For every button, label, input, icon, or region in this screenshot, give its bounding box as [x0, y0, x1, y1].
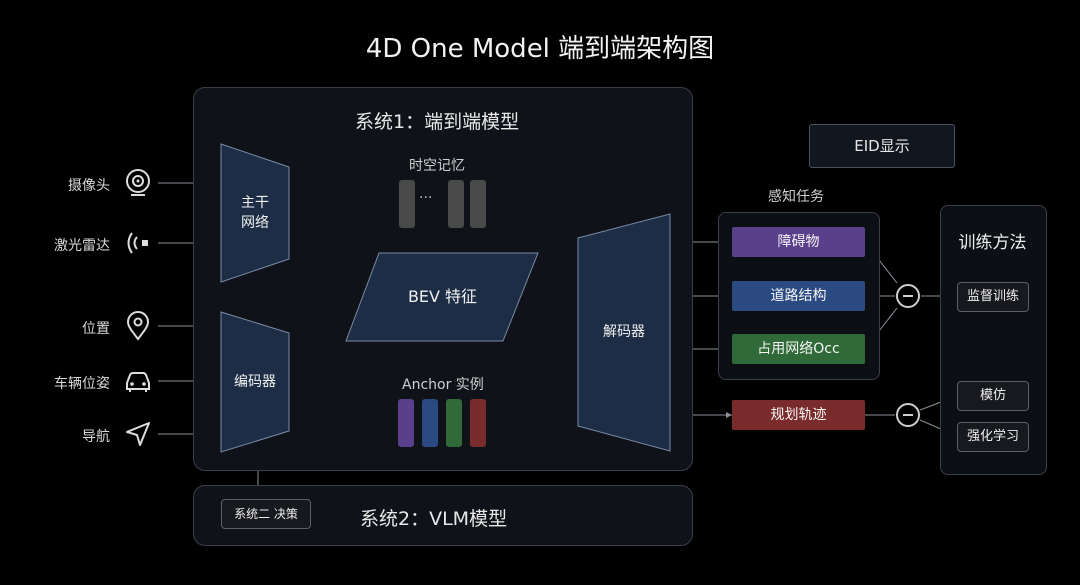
memory-ellipsis: ···: [419, 190, 433, 206]
lidar-icon: [127, 232, 148, 254]
bev-feature-block: [345, 252, 539, 342]
input-label-vehicle-pose: 车辆位姿: [54, 376, 110, 392]
backbone-network-block: [220, 143, 290, 283]
system2-title: 系统2：VLM模型: [360, 508, 508, 530]
diagram-title: 4D One Model 端到端架构图: [365, 34, 715, 64]
memory-bar: [399, 180, 415, 228]
encoder-block: [220, 311, 290, 453]
memory-bar: [470, 180, 486, 228]
system2-decision-box: 系统二 决策: [221, 499, 311, 529]
method-supervised: 监督训练: [957, 282, 1029, 312]
encoder-label: 编码器: [234, 374, 276, 390]
anchor-bar: [422, 399, 438, 447]
task-road-structure: 道路结构: [732, 281, 865, 311]
method-imitation: 模仿: [957, 381, 1029, 411]
anchor-bar: [446, 399, 462, 447]
training-title: 训练方法: [958, 233, 1027, 253]
system1-title: 系统1：端到端模型: [355, 111, 520, 133]
navigation-arrow-icon: [126, 422, 150, 446]
car-icon: [126, 372, 150, 392]
backbone-label: 主干 网络: [220, 193, 290, 233]
subtract-operator-icon: [896, 284, 920, 308]
input-label-location: 位置: [82, 321, 110, 337]
method-reinforcement: 强化学习: [957, 422, 1029, 452]
memory-bar: [448, 180, 464, 228]
input-label-navigation: 导航: [82, 429, 110, 445]
perception-label: 感知任务: [768, 189, 824, 205]
decoder-block: [577, 213, 671, 452]
backbone-label-line2: 网络: [241, 215, 269, 231]
camera-icon: [126, 169, 150, 196]
memory-label: 时空记忆: [409, 158, 465, 174]
anchor-label: Anchor 实例: [402, 377, 484, 393]
eid-display-box: EID显示: [809, 124, 955, 168]
anchor-bar: [398, 399, 414, 447]
planning-trajectory: 规划轨迹: [732, 400, 865, 430]
backbone-label-line1: 主干: [241, 195, 269, 211]
decoder-label: 解码器: [603, 324, 645, 340]
input-label-lidar: 激光雷达: [54, 238, 110, 254]
bev-label: BEV 特征: [407, 287, 478, 306]
subtract-operator-icon: [896, 403, 920, 427]
anchor-bar: [470, 399, 486, 447]
location-pin-icon: [126, 311, 150, 341]
task-obstacle: 障碍物: [732, 227, 865, 257]
task-occupancy: 占用网络Occ: [732, 334, 865, 364]
input-label-camera: 摄像头: [68, 178, 110, 194]
